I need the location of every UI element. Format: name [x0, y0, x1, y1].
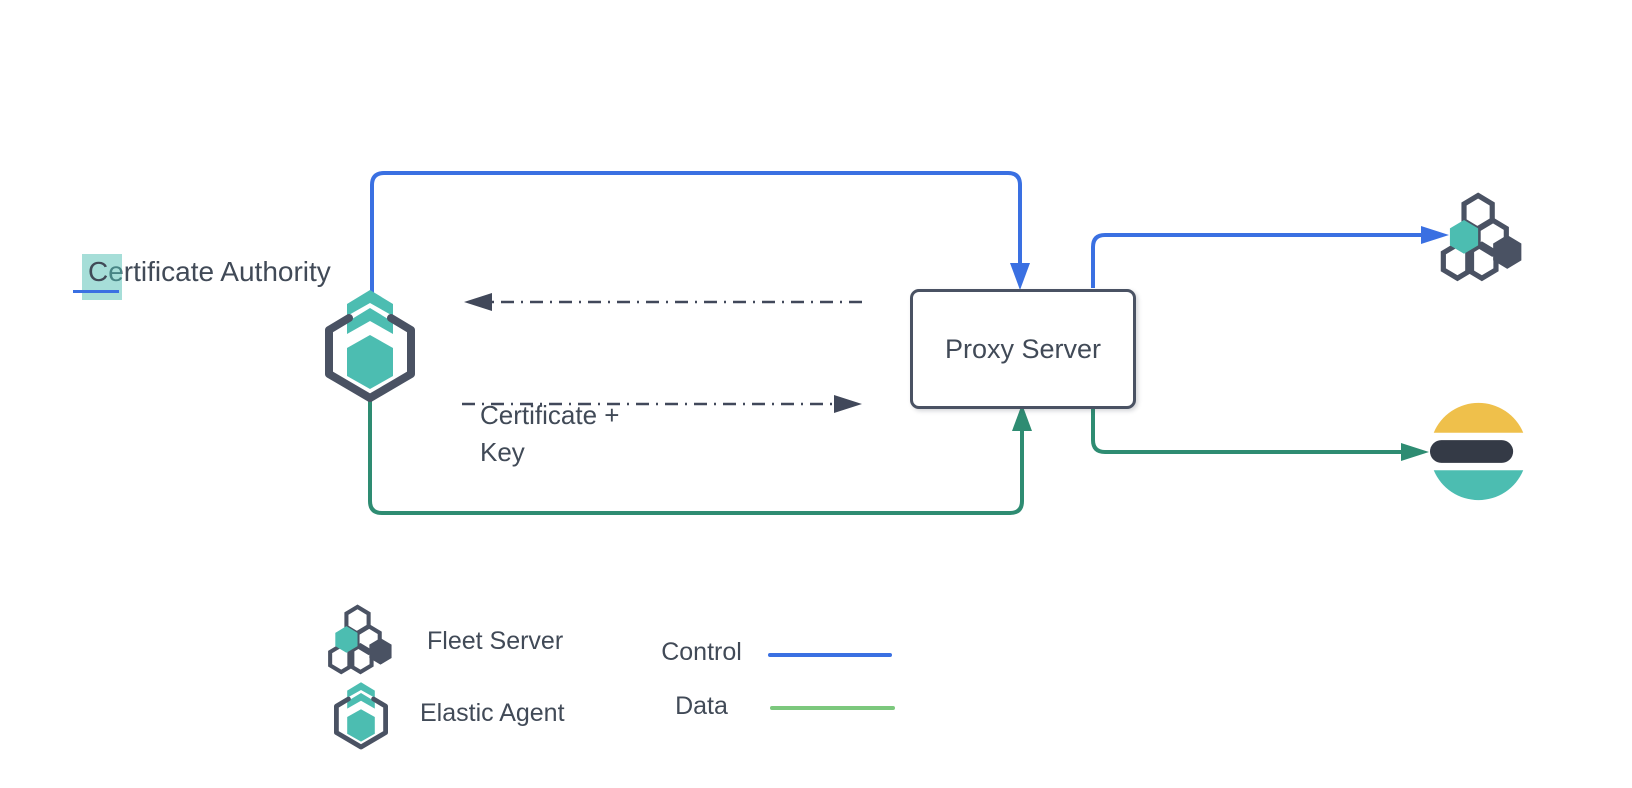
- dashed-connector-left-arrow[interactable]: [464, 293, 862, 311]
- dashed-connector-right-arrow[interactable]: [462, 395, 862, 413]
- control-connector-agent-to-proxy[interactable]: [370, 171, 1030, 296]
- fleet-server-icon[interactable]: [1433, 188, 1527, 282]
- data-connector-agent-to-proxy[interactable]: [368, 400, 1032, 515]
- elasticsearch-icon[interactable]: [1428, 402, 1527, 501]
- legend-elastic-agent-icon[interactable]: [331, 681, 391, 750]
- data-connector-proxy-to-elasticsearch[interactable]: [1091, 404, 1429, 461]
- legend-control-label[interactable]: Control: [661, 638, 742, 666]
- legend-fleet-server-icon[interactable]: [322, 601, 396, 675]
- proxy-server-node[interactable]: Proxy Server: [910, 289, 1136, 409]
- certificate-key-line2: Key: [480, 437, 525, 467]
- text-selection-highlight: C: [72, 254, 123, 300]
- certificate-authority-label-tail: ertificate Authority: [108, 256, 331, 287]
- legend-data-label[interactable]: Data: [675, 692, 728, 720]
- legend-elastic-agent-label[interactable]: Elastic Agent: [420, 699, 565, 727]
- control-connector-proxy-to-fleet[interactable]: [1091, 226, 1449, 288]
- legend-data-line-swatch[interactable]: [770, 706, 895, 710]
- elastic-agent-icon[interactable]: [320, 288, 420, 403]
- certificate-key-label[interactable]: Certificate + Key: [480, 397, 619, 471]
- certificate-key-line1: Certificate +: [480, 400, 620, 430]
- certificate-authority-label[interactable]: Certificate Authority: [72, 254, 331, 300]
- legend-control-line-swatch[interactable]: [768, 653, 892, 657]
- legend-fleet-server-label[interactable]: Fleet Server: [427, 627, 564, 655]
- proxy-server-label: Proxy Server: [944, 333, 1102, 364]
